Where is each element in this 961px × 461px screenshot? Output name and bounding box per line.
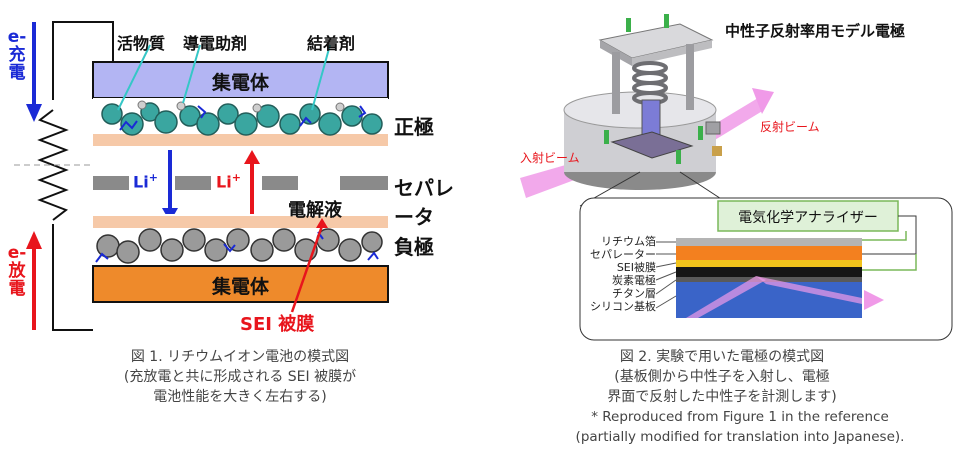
battery-diagram bbox=[14, 21, 389, 331]
layer-titanium: チタン層 bbox=[612, 287, 656, 300]
li-ion-label-left: Li bbox=[133, 172, 149, 192]
layer-sei: SEI被膜 bbox=[616, 261, 656, 274]
charge-label-2: 電 bbox=[8, 63, 26, 83]
discharge-label-1: 放 bbox=[8, 261, 26, 281]
fig1-caption-line2: (充放電と共に形成される SEI 被膜が bbox=[123, 369, 357, 385]
negative-active-particles bbox=[96, 228, 383, 264]
fig1-caption-line1: 図 1. リチウムイオン電池の模式図 bbox=[130, 349, 350, 365]
electron-bottom-label: e- bbox=[7, 243, 27, 263]
separator-blocks bbox=[93, 176, 388, 190]
collector-bottom bbox=[92, 265, 389, 303]
negative-label: 負極 bbox=[394, 235, 434, 259]
li-ion-sup-right: + bbox=[231, 171, 241, 184]
electron-top-label: e- bbox=[7, 27, 27, 47]
figure-1: e- 充 電 e- 放 電 活物質 導電助剤 結着剤 集電体 集電体 正極 セパ… bbox=[0, 0, 460, 461]
collector-bottom-label: 集電体 bbox=[211, 276, 269, 298]
electrolyte-label: 電解液 bbox=[288, 200, 342, 221]
analyzer-box bbox=[717, 200, 899, 232]
sei-leader bbox=[290, 225, 324, 313]
charge-arrow-icon bbox=[26, 104, 42, 122]
label-binder: 結着剤 bbox=[307, 34, 356, 53]
label-active-material: 活物質 bbox=[117, 34, 166, 53]
charge-label-1: 充 bbox=[8, 45, 26, 65]
conductive-particles bbox=[137, 100, 345, 113]
li-up-arrow-icon bbox=[244, 150, 260, 164]
layer-separator: セパレーター bbox=[590, 248, 656, 261]
li-ion-sup-left: + bbox=[148, 171, 158, 184]
positive-active-particles bbox=[101, 102, 383, 136]
layer-labels: リチウム箔 セパレーター SEI被膜 炭素電極 チタン層 シリコン基板 bbox=[586, 235, 656, 313]
discharge-arrow-icon bbox=[26, 231, 42, 249]
spring-icon bbox=[632, 61, 668, 105]
fig1-caption-line3: 電池性能を大きく左右する) bbox=[153, 389, 327, 405]
reflected-beam-label: 反射ビーム bbox=[760, 120, 820, 134]
fig2-note-line2: (partially modified for translation into… bbox=[575, 429, 905, 445]
separator-label: セパレータ bbox=[394, 176, 454, 229]
model-electrode-diagram bbox=[520, 14, 953, 341]
circuit-wire bbox=[52, 21, 114, 331]
fig2-title: 中性子反射率用モデル電極 bbox=[725, 22, 906, 40]
incident-beam-label: 入射ビーム bbox=[520, 151, 580, 165]
fig2-note-line1: * Reproduced from Figure 1 in the refere… bbox=[591, 409, 889, 425]
binder-lines bbox=[119, 105, 367, 131]
layer-carbon: 炭素電極 bbox=[612, 274, 656, 287]
layer-silicon: シリコン基板 bbox=[590, 300, 656, 313]
fig2-caption-line1: 図 2. 実験で用いた電極の模式図 bbox=[619, 349, 825, 365]
positive-label: 正極 bbox=[394, 115, 434, 139]
label-conductive-agent: 導電助剤 bbox=[183, 34, 248, 53]
sei-label: SEI 被膜 bbox=[240, 314, 315, 335]
li-ion-label-right: Li bbox=[216, 172, 232, 192]
figure-2: 中性子反射率用モデル電極 入射ビーム 反射ビーム 電気化学アナライザー リチウム… bbox=[480, 0, 961, 461]
collector-top-label: 集電体 bbox=[211, 72, 269, 94]
layer-lithium-foil: リチウム箔 bbox=[601, 235, 656, 248]
analyzer-label: 電気化学アナライザー bbox=[738, 210, 878, 226]
collector-top bbox=[92, 61, 389, 99]
fig2-caption-line2: (基板側から中性子を入射し、電極 bbox=[614, 369, 830, 385]
resistor-icon bbox=[37, 109, 69, 221]
discharge-label-2: 電 bbox=[8, 279, 26, 299]
fig2-caption-line3: 界面で反射した中性子を計測します) bbox=[607, 389, 837, 405]
